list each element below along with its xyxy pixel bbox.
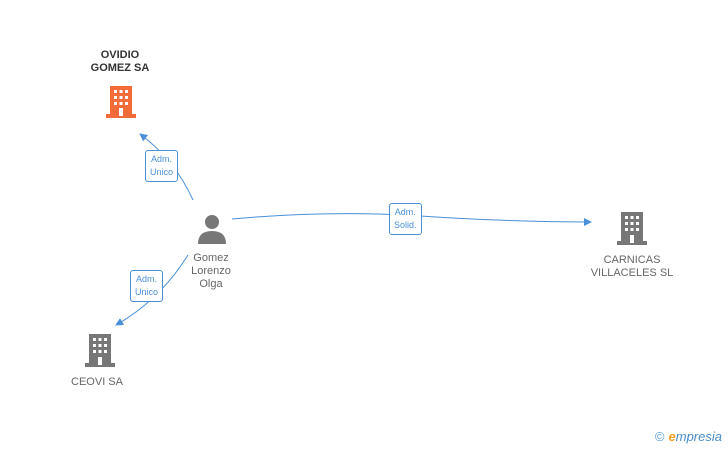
- node-label-gomez-lorenzo-olga[interactable]: Gomez Lorenzo Olga: [172, 252, 250, 291]
- node-label-ceovi-sa[interactable]: CEOVI SA: [62, 376, 132, 389]
- edge-label-line: Adm.: [151, 154, 173, 164]
- node-label-line: CEOVI SA: [71, 376, 123, 388]
- building-icon[interactable]: [106, 86, 136, 118]
- edge-label-line: Unico: [135, 287, 159, 297]
- node-label-line: VILLACELES SL: [590, 267, 674, 279]
- brand-rest: mpresia: [675, 429, 722, 444]
- edge-label-adm-unico-ovidio: Adm. Unico: [145, 150, 179, 182]
- node-label-ovidio-gomez-sa[interactable]: OVIDIO GOMEZ SA: [78, 49, 162, 75]
- person-icon[interactable]: [198, 215, 226, 244]
- node-label-line: Olga: [199, 278, 223, 290]
- edge-label-line: Unico: [150, 167, 174, 177]
- building-icon[interactable]: [85, 334, 115, 367]
- node-label-line: GOMEZ SA: [90, 62, 150, 74]
- node-label-line: Gomez: [193, 252, 229, 264]
- node-label-line: OVIDIO: [100, 49, 140, 61]
- node-label-line: Lorenzo: [191, 265, 231, 277]
- edge-label-adm-solid-carnicas: Adm. Solid.: [389, 203, 422, 235]
- empresia-watermark: © empresia: [655, 429, 722, 444]
- brand-initial: e: [668, 429, 676, 444]
- building-icon[interactable]: [617, 212, 647, 245]
- edge-label-line: Solid.: [394, 220, 417, 230]
- brand-name: empresia: [669, 429, 722, 444]
- edge-label-line: Adm.: [136, 274, 158, 284]
- copyright-icon: ©: [654, 429, 665, 444]
- edge-label-line: Adm.: [394, 207, 416, 217]
- node-label-line: CARNICAS: [603, 254, 661, 266]
- edge-label-adm-unico-ceovi: Adm. Unico: [130, 270, 164, 302]
- node-label-carnicas-villaceles-sl[interactable]: CARNICAS VILLACELES SL: [580, 254, 684, 280]
